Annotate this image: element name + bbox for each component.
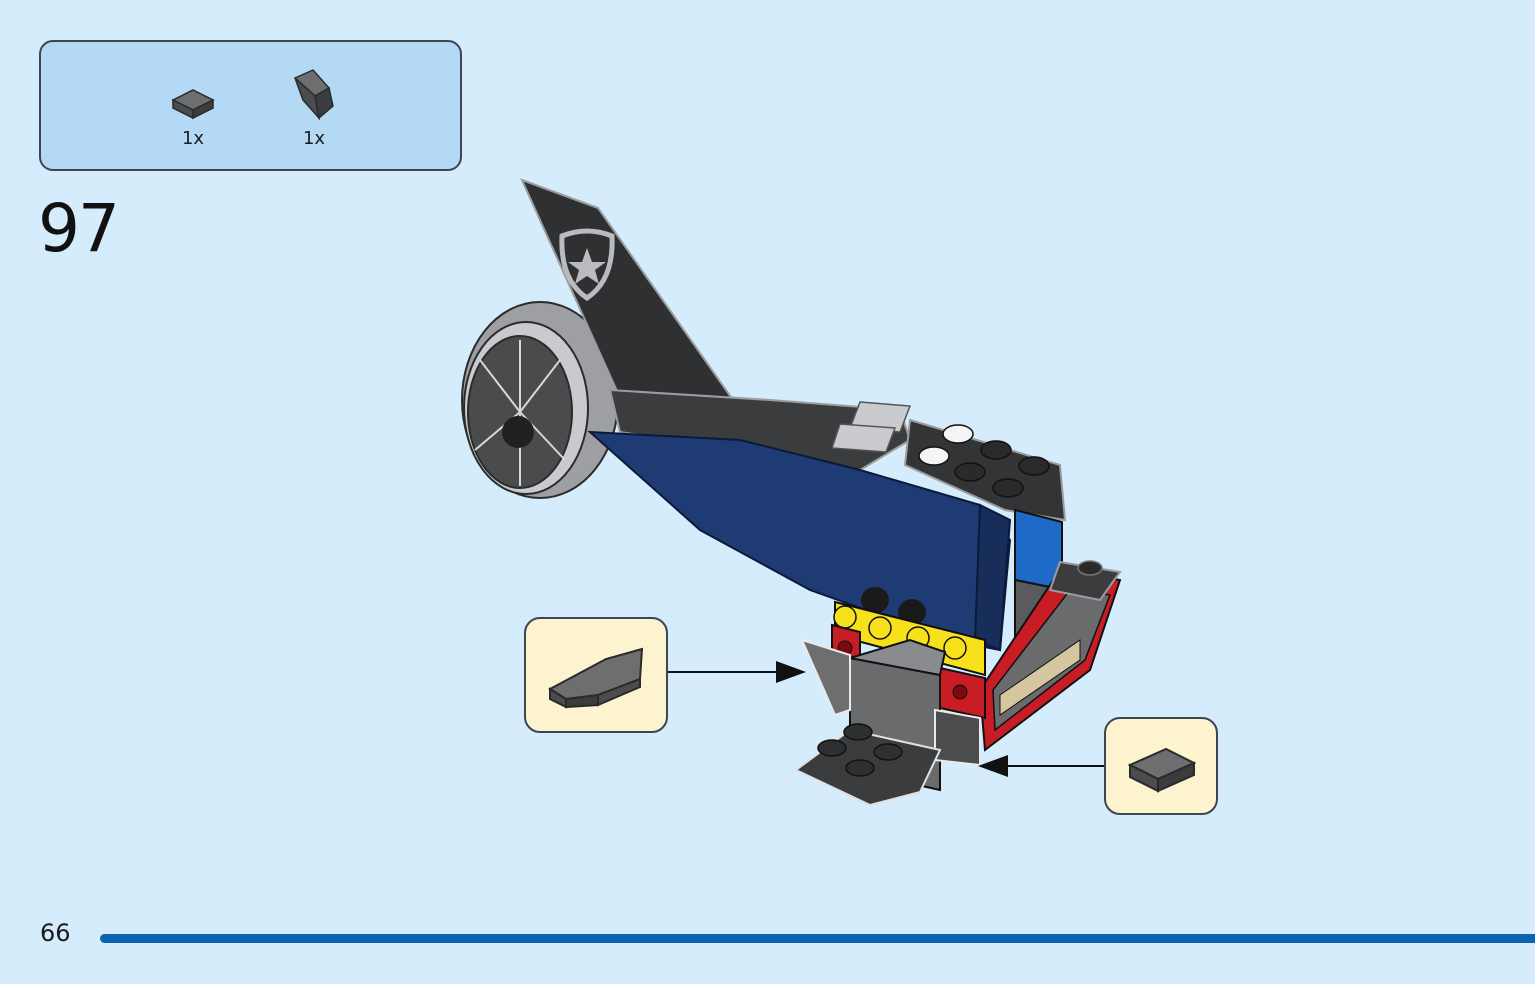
police-shield-icon	[559, 228, 615, 302]
added-wedge-piece	[800, 638, 851, 717]
page-number: 66	[40, 919, 71, 947]
wedge-callout	[524, 617, 668, 733]
jet-model-illustration	[461, 178, 1122, 807]
parts-list-box: 1x 1x	[39, 40, 462, 171]
dark-gray-tile-icon	[1127, 747, 1197, 793]
dark-gray-wedge-icon	[548, 647, 644, 709]
parts-list-item: 1x	[169, 86, 217, 149]
studs	[918, 424, 1050, 498]
step-number: 97	[38, 190, 120, 267]
tile-callout	[1104, 717, 1218, 815]
added-tile-piece	[934, 708, 981, 767]
part-quantity: 1x	[302, 128, 326, 149]
parts-list-item: 1x	[289, 66, 339, 149]
dark-gray-wedge-icon	[293, 69, 334, 121]
part-quantity: 1x	[181, 128, 205, 149]
footer-bar	[100, 934, 1535, 943]
dark-gray-tile-icon	[171, 89, 215, 120]
grille-plates	[830, 401, 912, 453]
